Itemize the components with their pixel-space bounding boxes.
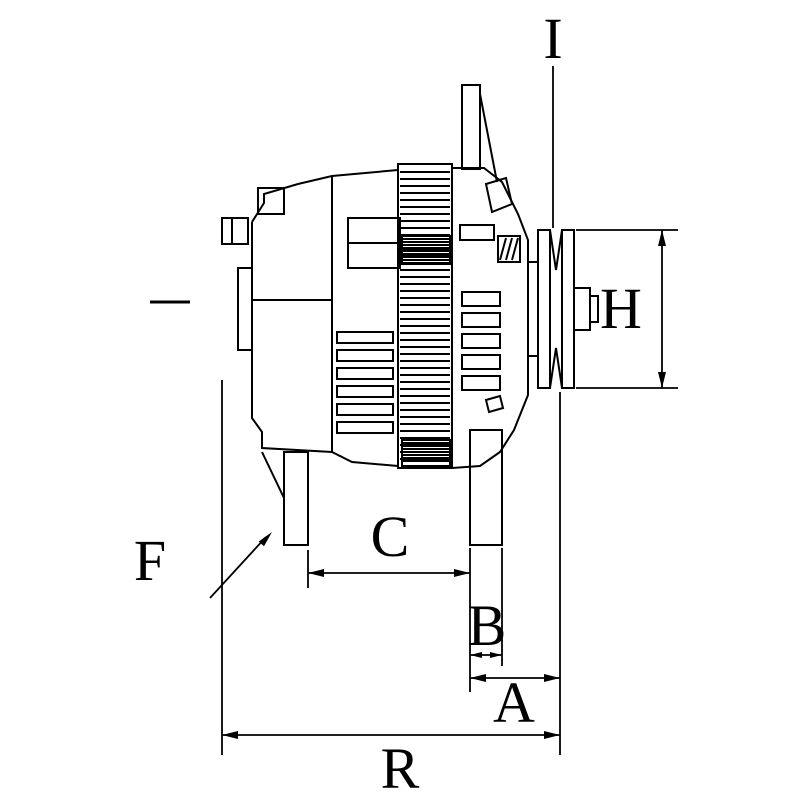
dim-C [307, 548, 471, 692]
dimension-labels: I H F C B A R [134, 6, 642, 800]
rear-vent-slots [336, 331, 394, 434]
stator-dense-hatch-top [403, 238, 449, 261]
label-F: F [134, 528, 166, 593]
front-vent-slots [459, 224, 501, 391]
dim-F-leader [209, 532, 272, 599]
adjustment-ear [484, 176, 514, 214]
terminal-stud [221, 217, 249, 245]
front-bearing [497, 235, 521, 263]
dim-R [221, 380, 560, 755]
front-mounting-foot [469, 429, 503, 546]
middle-body [336, 217, 401, 434]
rear-mounting-foot [283, 451, 309, 546]
lower-vent [484, 394, 505, 414]
pulley-groove-bottom [549, 347, 563, 389]
label-C: C [371, 504, 410, 569]
dim-A [470, 392, 561, 755]
label-R: R [381, 736, 420, 800]
adjustment-stud [461, 84, 514, 214]
stator-band [397, 163, 453, 469]
rear-cover-boss [257, 187, 285, 215]
pulley-flange-rear [537, 229, 551, 389]
rear-terminal-block [237, 267, 253, 351]
dim-H [576, 229, 678, 389]
label-I: I [543, 6, 562, 71]
label-B: B [468, 593, 507, 658]
pulley [537, 229, 599, 389]
mounting-feet [261, 429, 503, 546]
rear-housing [221, 169, 399, 467]
dimension-lines [209, 66, 678, 755]
stator-ribs [400, 171, 450, 460]
dim-B [470, 548, 503, 666]
shaft-end [589, 295, 599, 323]
pulley-groove-top [549, 229, 563, 271]
alternator-drawing [150, 84, 599, 546]
label-H: H [600, 276, 642, 341]
label-A: A [493, 670, 535, 735]
foot-brace [261, 451, 285, 499]
front-bearing-hatch [499, 237, 519, 261]
stator-dense-hatch-bottom [403, 442, 449, 462]
